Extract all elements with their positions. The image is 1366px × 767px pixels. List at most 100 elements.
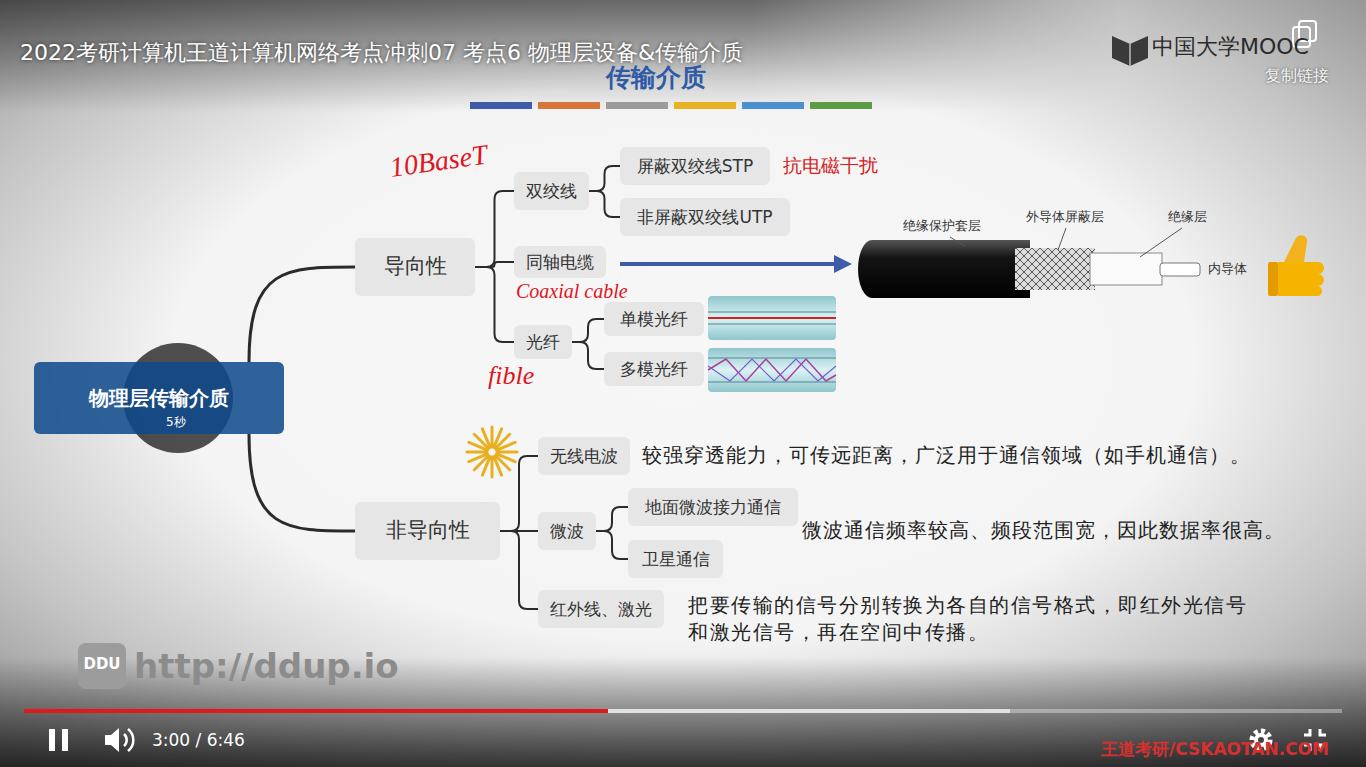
volume-icon <box>128 729 133 751</box>
node-text: 物理层传输介质 <box>89 386 229 410</box>
node-text: 地面微波接力通信 <box>645 497 781 517</box>
slide-heading: 传输介质 <box>606 62 706 93</box>
branch-node: 单模光纤 <box>604 302 704 336</box>
thumbs-up-icon <box>1284 235 1307 262</box>
node-text: 光纤 <box>526 332 560 352</box>
color-bars <box>470 102 532 109</box>
node-text: 非屏蔽双绞线UTP <box>637 207 772 227</box>
handwritten-note: Coaxial cable <box>516 279 628 304</box>
note: 抗电磁干扰 <box>783 154 878 178</box>
branch-connector <box>500 456 538 531</box>
thumbs-up-icon <box>1268 262 1278 296</box>
branch-node: 卫星通信 <box>628 540 723 578</box>
multi-mode-fiber-picture <box>708 348 836 392</box>
branch-node: 红外线、激光 <box>538 590 664 628</box>
watermark-logo <box>78 643 126 689</box>
thumbs-up-icon <box>1278 262 1324 296</box>
progress-bar <box>24 709 1342 713</box>
branch-connector <box>500 531 538 609</box>
branch-node: 屏蔽双绞线STP <box>620 147 770 185</box>
part-name: 绝缘保护套层 <box>903 218 981 234</box>
node-text: 多模光纤 <box>620 359 688 379</box>
volume-icon <box>105 728 133 752</box>
branch-node: 多模光纤 <box>604 352 704 386</box>
progress-bar <box>24 709 608 713</box>
branch-node: 同轴电缆 <box>514 246 606 278</box>
mooc-logo <box>1129 44 1131 66</box>
coax-cable-illustration <box>1090 253 1162 285</box>
branch-connector <box>572 342 604 369</box>
branch-connector <box>596 507 628 531</box>
coax-cable-illustration <box>1015 248 1095 290</box>
progress-bar <box>24 709 1342 713</box>
single-mode-fiber-picture <box>708 317 836 319</box>
rewind-seconds: 5秒 <box>166 415 186 430</box>
description: 把要传输的信号分别转换为各自的信号格式，即红外光信号和激光信号，再在空间中传播。 <box>688 592 1248 646</box>
branch-connector <box>589 191 620 217</box>
node-text: 双绞线 <box>526 181 577 201</box>
node-text: 红外线、激光 <box>550 599 652 619</box>
node-text: 非导向性 <box>386 518 470 543</box>
color-bars <box>742 102 804 109</box>
coax-cable-illustration <box>950 237 966 247</box>
mooc-logo <box>1112 36 1148 66</box>
pointer-arrow <box>620 262 836 266</box>
node-text: 导向性 <box>384 254 447 279</box>
branch-node: 微波 <box>538 512 596 550</box>
branch-node: 双绞线 <box>514 172 589 210</box>
coax-cable-illustration <box>1160 263 1200 276</box>
branch-connector <box>249 434 355 531</box>
color-bars <box>538 102 600 109</box>
pointer-arrow <box>620 255 852 273</box>
multi-mode-fiber-picture <box>708 359 836 381</box>
color-bars <box>606 102 668 109</box>
branch-connector <box>249 267 355 362</box>
thumbs-up-icon <box>1268 235 1324 296</box>
handwritten-note: fible <box>488 360 534 393</box>
branch-connector <box>596 531 628 559</box>
node-text: 单模光纤 <box>620 309 688 329</box>
pause-icon <box>49 729 55 751</box>
root-node: 物理层传输介质 <box>34 362 284 434</box>
branch-connector <box>475 267 514 342</box>
single-mode-fiber-picture <box>708 296 836 340</box>
node-text: 同轴电缆 <box>526 252 594 272</box>
single-mode-fiber-picture <box>708 312 836 313</box>
pointer-arrow <box>834 255 852 273</box>
branch-connector <box>475 191 514 267</box>
watermark: http://ddup.io <box>134 645 399 688</box>
branch-node: 非屏蔽双绞线UTP <box>620 198 790 236</box>
handwritten-note: 10BaseT <box>388 137 490 185</box>
fullscreen-icon <box>1320 729 1326 735</box>
volume-icon <box>124 734 127 746</box>
node-text: 屏蔽双绞线STP <box>637 156 753 176</box>
node-text: 卫星通信 <box>642 549 710 569</box>
branch-connector <box>589 166 620 191</box>
part-name: 绝缘层 <box>1168 209 1207 225</box>
part-name: 外导体屏蔽层 <box>1026 209 1104 225</box>
branch-node: 导向性 <box>355 238 475 296</box>
pause-icon <box>62 729 68 751</box>
part-name: 内导体 <box>1208 261 1247 277</box>
progress-bar <box>24 709 1010 713</box>
time-display: 3:00 / 6:46 <box>152 730 245 751</box>
branch-node: 地面微波接力通信 <box>628 488 798 526</box>
node-text: 无线电波 <box>550 446 618 466</box>
multi-mode-fiber-picture <box>708 382 836 383</box>
description: 微波通信频率较高、频段范围宽，因此数据率很高。 <box>802 518 1285 543</box>
pause-icon <box>49 729 68 751</box>
color-bars <box>470 102 872 109</box>
color-bars <box>810 102 872 109</box>
branch-node: 光纤 <box>514 325 572 359</box>
mooc-logo <box>1112 36 1148 66</box>
node-text: 微波 <box>550 521 584 541</box>
branch-node: 无线电波 <box>538 437 630 475</box>
watermark-logo-text: DDU <box>78 655 126 674</box>
radio-wave-icon <box>467 427 517 477</box>
color-bars <box>674 102 736 109</box>
multi-mode-fiber-picture <box>708 348 836 392</box>
fullscreen-icon <box>1304 729 1310 735</box>
copy-link-text: 复制链接 <box>1265 66 1329 86</box>
single-mode-fiber-picture <box>708 324 836 325</box>
